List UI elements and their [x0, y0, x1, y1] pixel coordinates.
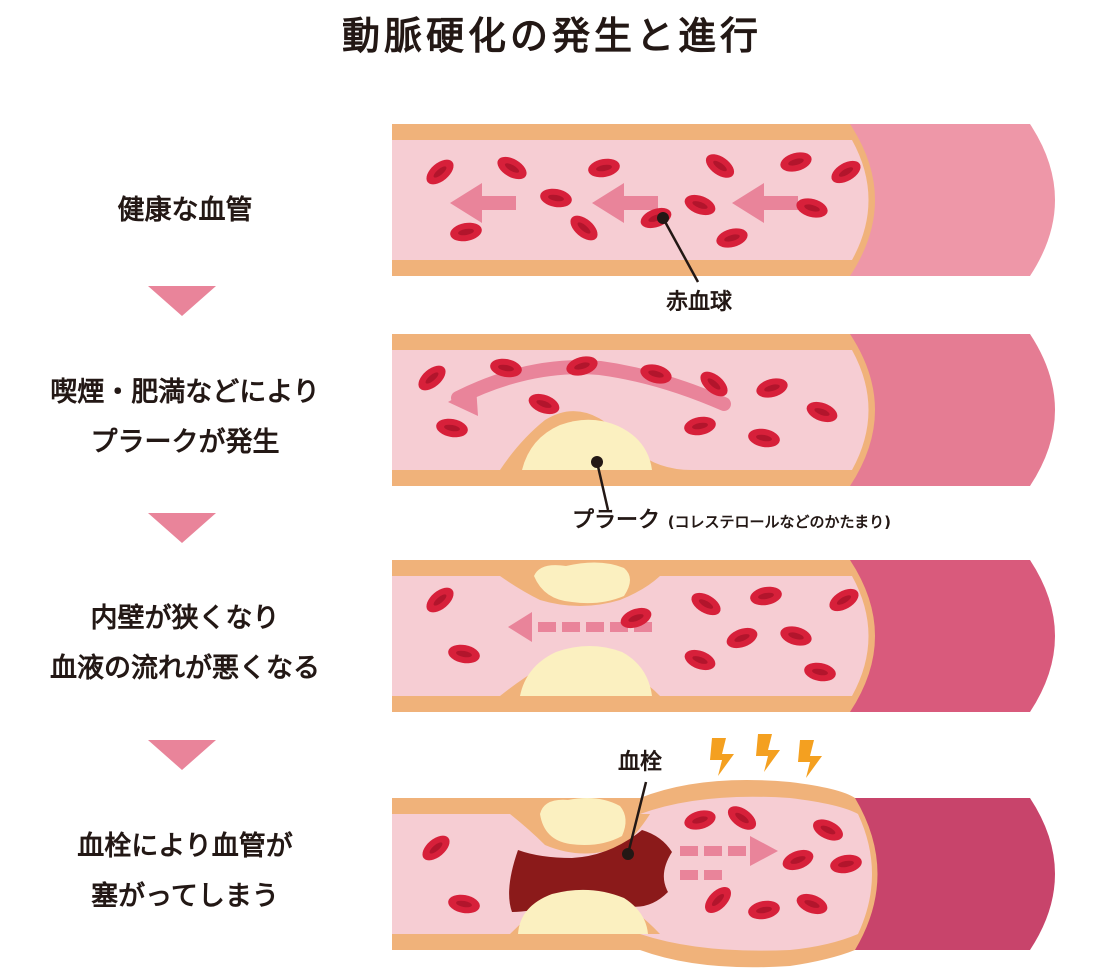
flow-arrow-head	[448, 386, 478, 416]
callout-dot	[657, 212, 669, 224]
vessel-outer-wall	[850, 124, 1055, 276]
callout-line	[626, 781, 648, 855]
plaque	[520, 646, 652, 696]
stage-2-line-1: 喫煙・肥満などにより	[50, 377, 320, 408]
down-triangle-icon	[148, 513, 216, 543]
callout-line	[661, 217, 700, 283]
vessel-stage-3	[392, 560, 1055, 712]
vessel-outer-wall	[850, 560, 1055, 712]
lightning-icon	[710, 734, 822, 778]
vessel-stage-1	[392, 124, 1055, 283]
vessel-stage-4	[392, 734, 1055, 968]
down-triangle-icon	[148, 740, 216, 770]
stage-label-1: 健康な血管	[0, 186, 370, 236]
flow-arrow-icon	[450, 183, 798, 223]
stage-4-line-1: 血栓により血管が	[77, 831, 293, 862]
vessel-stage-2	[392, 334, 1055, 511]
callout-plaque-label: プラーク	[572, 508, 661, 533]
stage-label-3: 内壁が狭くなり 血液の流れが悪くなる	[0, 594, 370, 694]
stage-1-line-1: 健康な血管	[117, 195, 253, 226]
flow-arrow-icon	[680, 836, 778, 880]
vessel-outer-wall	[850, 334, 1055, 486]
callout-dot	[591, 456, 603, 468]
stage-4-line-2: 塞がってしまう	[91, 881, 279, 912]
page-title: 動脈硬化の発生と進行	[341, 14, 762, 58]
plaque	[534, 562, 630, 604]
flow-arrow-icon	[451, 360, 731, 411]
stage-3-line-2: 血液の流れが悪くなる	[50, 653, 320, 684]
flow-arrow-icon	[508, 612, 652, 642]
plaque	[522, 419, 652, 470]
callout-thrombus: 血栓	[618, 750, 663, 775]
callout-plaque-note: (コレステロールなどのかたまり)	[667, 513, 891, 531]
vessel-outer-wall	[850, 798, 1055, 950]
plaque	[540, 798, 626, 845]
stage-2-line-2: プラークが発生	[90, 427, 280, 458]
stage-3-line-1: 内壁が狭くなり	[90, 603, 280, 634]
stage-label-4: 血栓により血管が 塞がってしまう	[0, 822, 370, 922]
plaque	[518, 889, 648, 934]
down-triangle-icon	[148, 286, 216, 316]
callout-plaque: プラーク (コレステロールなどのかたまり)	[572, 506, 891, 537]
callout-dot	[622, 848, 634, 860]
vessel-lumen	[392, 576, 869, 696]
callout-red-blood-cell: 赤血球	[666, 290, 733, 315]
callout-line	[595, 461, 610, 511]
stage-label-2: 喫煙・肥満などにより プラークが発生	[0, 368, 370, 468]
